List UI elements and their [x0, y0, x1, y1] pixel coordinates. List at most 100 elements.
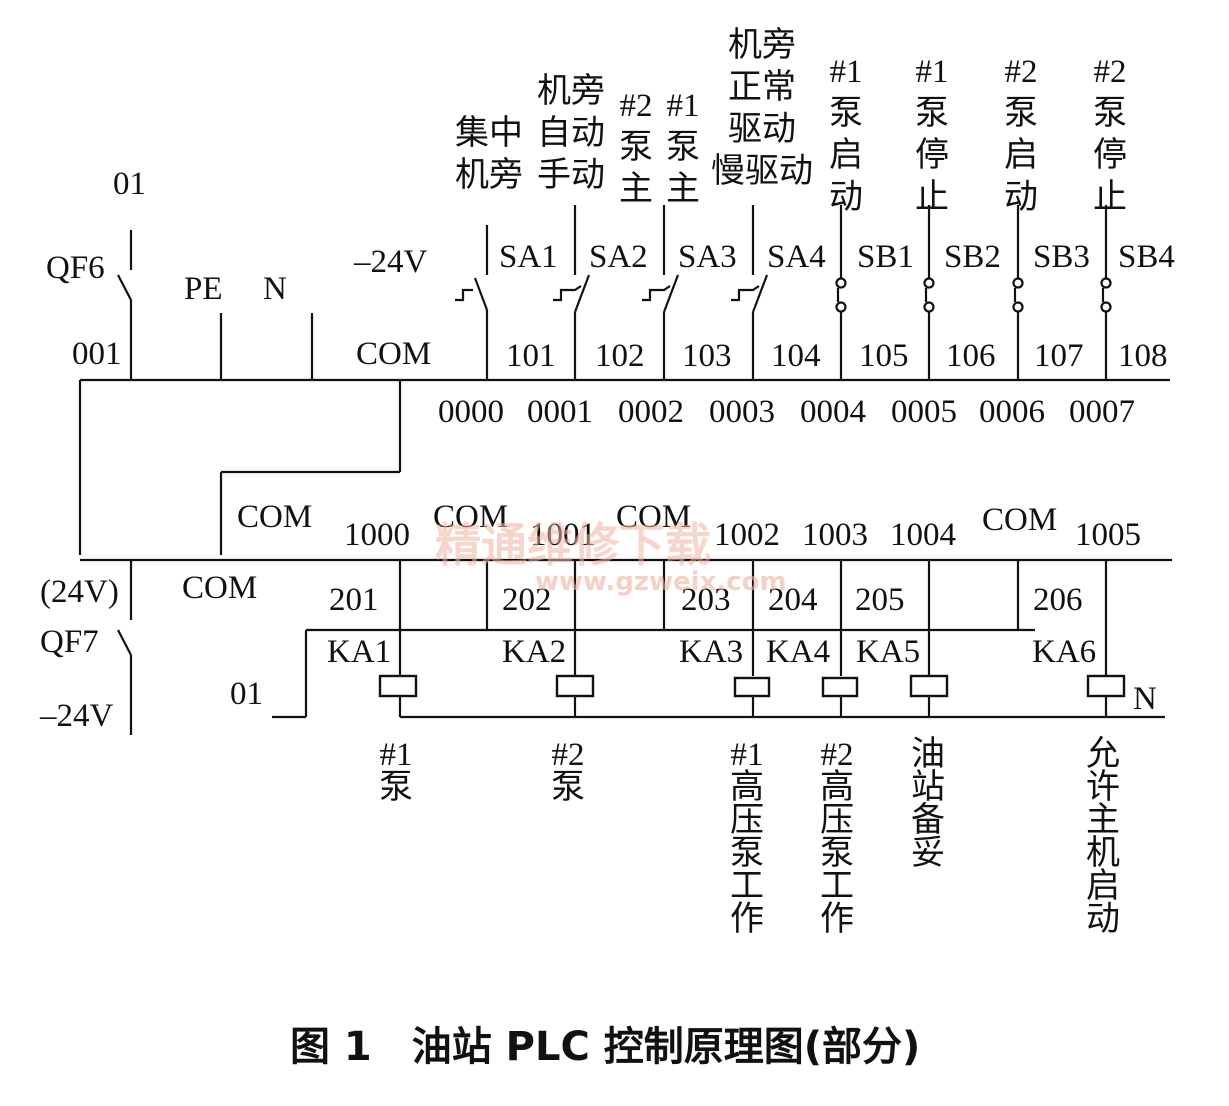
relay-description-line: 动 [1086, 899, 1120, 939]
input-tag: SB2 [944, 239, 1001, 275]
input-address: 0000 [438, 394, 504, 430]
label-01-top: 01 [113, 166, 146, 202]
input-wire-number: 108 [1118, 338, 1168, 374]
relay-description-line: 作 [820, 899, 854, 939]
relay-description-line: 工 [820, 866, 854, 906]
input-wire-number: 107 [1034, 338, 1084, 374]
relay-description-line: 压 [730, 800, 764, 840]
input-address: 0003 [709, 394, 775, 430]
input-description-line: 停 [915, 135, 949, 175]
output-address-labels: 1000 1001 1002 1003 1004 1005 [344, 517, 1141, 553]
label-pe: PE [184, 271, 223, 307]
contact-actuator [553, 285, 582, 302]
relay-description-1: #1泵 [379, 737, 413, 807]
relay-description-2: #2泵 [551, 737, 585, 807]
input-description-line: 集中 [455, 113, 523, 153]
relay-description-line: 压 [820, 800, 854, 840]
output-wire-number: 205 [855, 582, 905, 618]
pushbutton-terminal [1100, 301, 1112, 313]
relay-tag: KA2 [502, 634, 566, 670]
input-contact-7 [1012, 205, 1024, 380]
input-tag: SA1 [499, 239, 558, 275]
input-labels: 集中机旁机旁自动手动#2泵主#1泵主机旁正常驱动慢驱动#1泵启动#1泵停止#2泵… [438, 25, 1175, 430]
input-contact-6 [923, 205, 935, 380]
input-description-line: 启 [1004, 135, 1038, 175]
relay-tag: KA1 [327, 634, 391, 670]
output-address: 1004 [890, 517, 956, 553]
input-description-line: #1 [916, 54, 949, 90]
output-address: 1005 [1075, 517, 1141, 553]
relay-description-line: 允 [1086, 734, 1120, 774]
input-description-line: 泵 [1093, 93, 1127, 133]
input-tag: SA2 [589, 239, 648, 275]
input-tag: SA3 [678, 239, 737, 275]
input-address: 0007 [1069, 394, 1135, 430]
output-address: 1000 [344, 517, 410, 553]
output-com-label: COM [982, 502, 1057, 538]
wiring [78, 230, 1172, 735]
input-wire-number: 103 [682, 338, 732, 374]
input-description-line: 动 [829, 177, 863, 217]
relay-description-line: 泵 [730, 833, 764, 873]
input-description-line: 手动 [537, 155, 605, 195]
label-com-left: COM [237, 499, 312, 535]
relay-coil-ka4 [821, 676, 859, 698]
output-com-label: COM [616, 499, 691, 535]
pushbutton-terminal [835, 301, 847, 313]
input-description-3: #2泵主 [619, 88, 653, 209]
input-contact-2 [553, 205, 591, 380]
input-tag: SB4 [1118, 239, 1175, 275]
input-tag: SB1 [857, 239, 914, 275]
input-contact-8 [1100, 205, 1112, 380]
label-minus24v-top: –24V [353, 244, 428, 280]
relay-description-line: #2 [552, 737, 585, 773]
contact-actuator [642, 285, 671, 302]
input-description-line: #2 [1005, 54, 1038, 90]
qf7-switch-blade [117, 629, 132, 656]
input-description-line: #2 [1094, 54, 1127, 90]
input-wire-number: 102 [595, 338, 645, 374]
input-description-line: #1 [830, 54, 863, 90]
output-wire-number: 201 [329, 582, 379, 618]
output-address: 1002 [714, 517, 780, 553]
relay-description-line: 高 [730, 767, 764, 807]
input-description-line: 动 [1004, 177, 1038, 217]
relay-tag: KA6 [1032, 634, 1096, 670]
input-description-line: 泵 [1004, 93, 1038, 133]
relay-description-line: 机 [1086, 833, 1120, 873]
input-description-line: 主 [619, 169, 653, 209]
relay-description-line: 油 [911, 734, 945, 774]
relay-description-line: 泵 [379, 767, 413, 807]
input-description-line: 驱动 [728, 109, 796, 149]
input-description-line: 止 [915, 177, 949, 217]
contact-blade [573, 274, 591, 313]
watermark-url: www.gzweix.com [535, 567, 787, 597]
qf6-switch-blade [117, 274, 132, 301]
relay-coil-ka6 [1086, 674, 1126, 698]
relay-tag: KA4 [766, 634, 830, 670]
input-description-line: 机旁 [455, 155, 523, 195]
relay-coil-ka5 [909, 674, 949, 698]
input-description-line: 泵 [619, 127, 653, 167]
pushbutton-terminal [923, 301, 935, 313]
relay-description-line: 作 [730, 899, 764, 939]
relay-coil-ka2 [555, 674, 595, 698]
output-wire-number: 203 [681, 582, 731, 618]
relay-description-line: #1 [380, 737, 413, 773]
relay-tags: KA1 KA2 KA3 KA4 KA5 KA6 [327, 634, 1096, 670]
input-wire-number: 105 [859, 338, 909, 374]
input-description-line: 机旁 [728, 25, 796, 65]
input-contact-5 [835, 205, 847, 380]
input-address: 0006 [979, 394, 1045, 430]
